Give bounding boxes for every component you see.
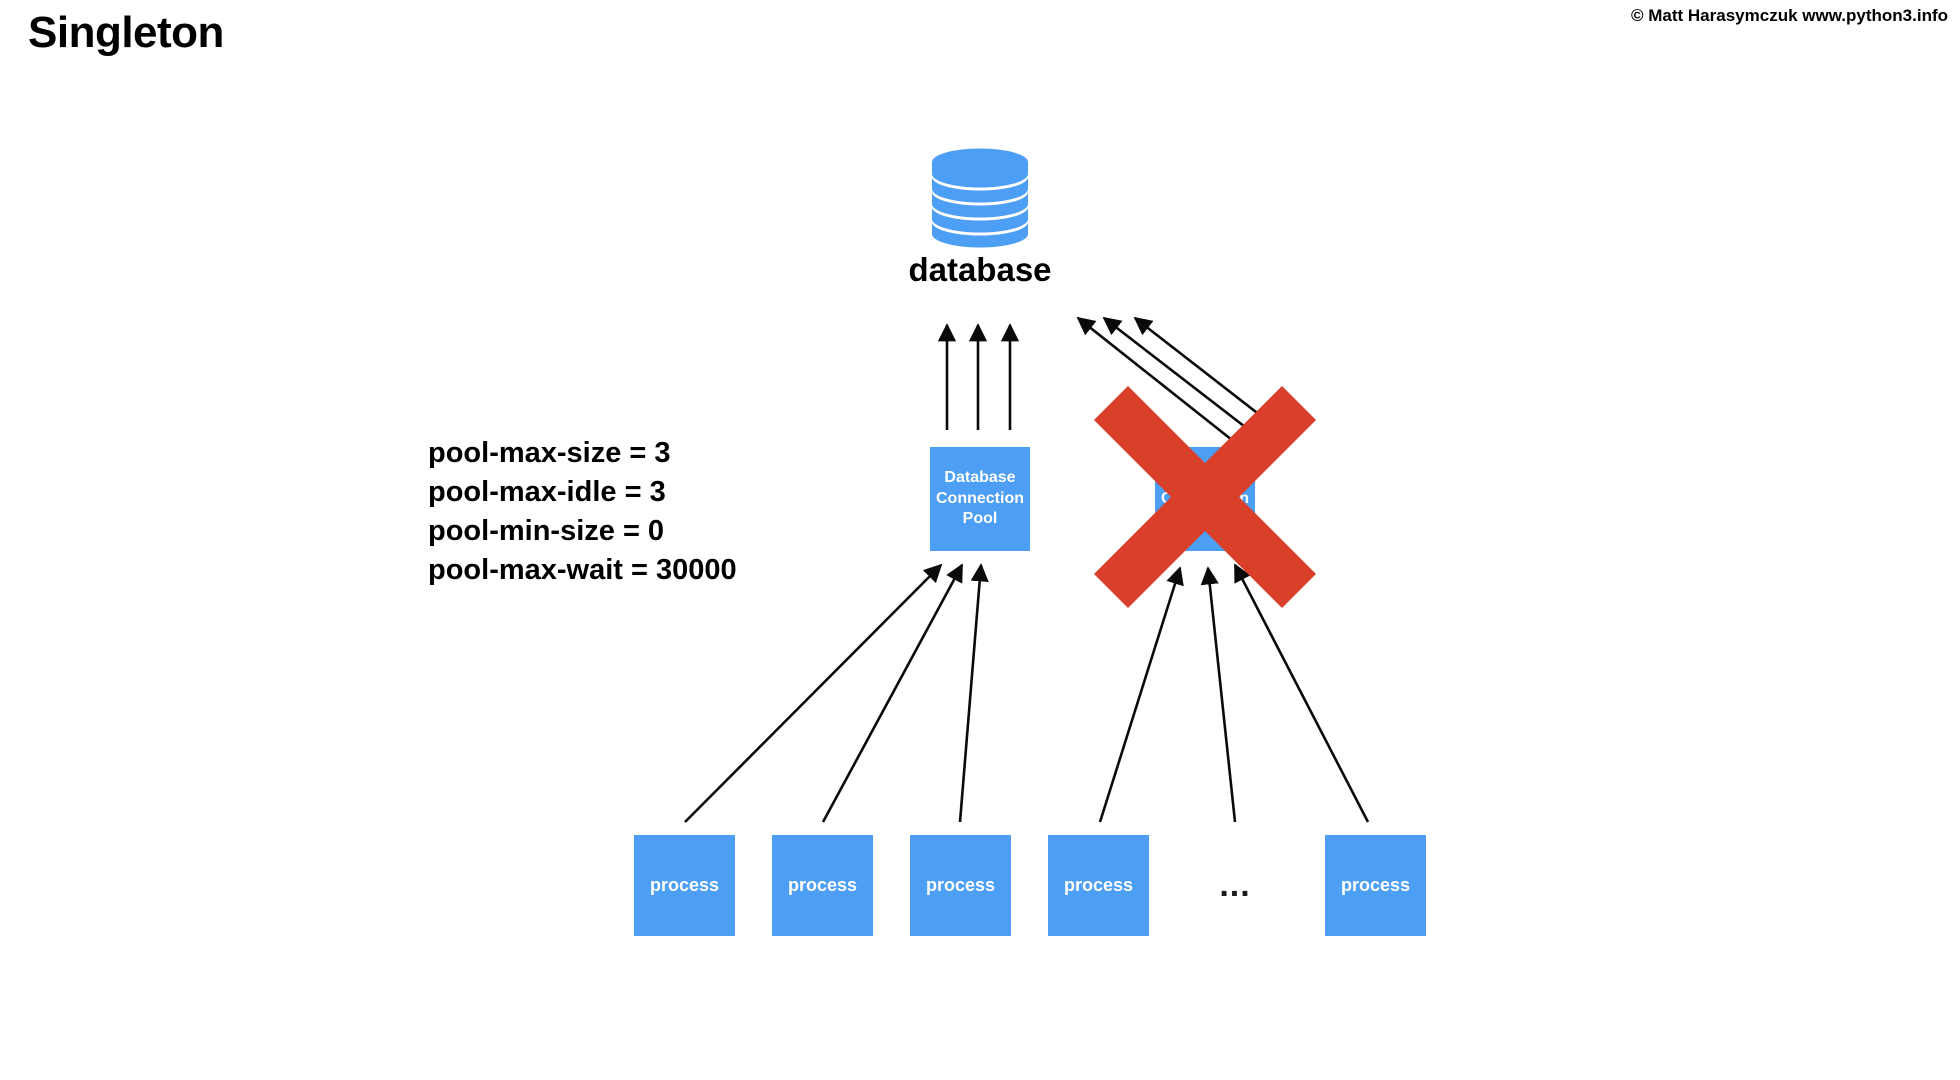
pool-2-line-3: Pool: [1187, 510, 1223, 528]
process-3-label: process: [925, 875, 996, 895]
database-label: database: [908, 251, 1052, 288]
arrows-processes-to-pool1: [684, 563, 989, 823]
process-2-label: process: [787, 875, 858, 895]
process-box-3[interactable]: process: [910, 835, 1011, 936]
process-1-label: process: [649, 875, 720, 895]
process-4-label: process: [1063, 875, 1134, 895]
pool-1-line-1: Database: [944, 469, 1016, 487]
pool-1-label: Database Connection Pool: [934, 468, 1026, 529]
process-box-5[interactable]: process: [1325, 835, 1426, 936]
pool-1-line-2: Connection: [936, 489, 1024, 507]
config-line-pool-min-size: pool-min-size = 0: [428, 515, 665, 547]
database-connection-pool-box-1[interactable]: Database Connection Pool: [930, 447, 1030, 551]
database-node[interactable]: database: [908, 148, 1052, 308]
pool-2-line-2: Connection: [1161, 489, 1249, 507]
arrows-pool1-to-database: [937, 323, 1020, 430]
page-title: Singleton: [28, 8, 224, 57]
pool-1-line-3: Pool: [962, 510, 998, 528]
process-5-label: process: [1340, 875, 1411, 895]
config-line-pool-max-size: pool-max-size = 3: [428, 437, 671, 469]
pool-config-text: pool-max-size = 3 pool-max-idle = 3 pool…: [428, 434, 737, 590]
copyright-notice: © Matt Harasymczuk www.python3.info: [1631, 6, 1948, 25]
config-line-pool-max-idle: pool-max-idle = 3: [428, 476, 666, 508]
process-box-1[interactable]: process: [634, 835, 735, 936]
pool-2-label: Database Connection Pool: [1159, 468, 1251, 529]
arrows-processes-to-pool2: [1098, 563, 1370, 823]
processes-ellipsis: ...: [1219, 866, 1251, 904]
arrows-pool2-to-database: [1076, 316, 1293, 442]
pool-2-line-1: Database: [1169, 469, 1241, 487]
process-box-2[interactable]: process: [772, 835, 873, 936]
database-connection-pool-box-2[interactable]: Database Connection Pool: [1155, 447, 1255, 551]
config-line-pool-max-wait: pool-max-wait = 30000: [428, 554, 737, 586]
database-cylinder-icon: [932, 148, 1028, 248]
process-box-4[interactable]: process: [1048, 835, 1149, 936]
